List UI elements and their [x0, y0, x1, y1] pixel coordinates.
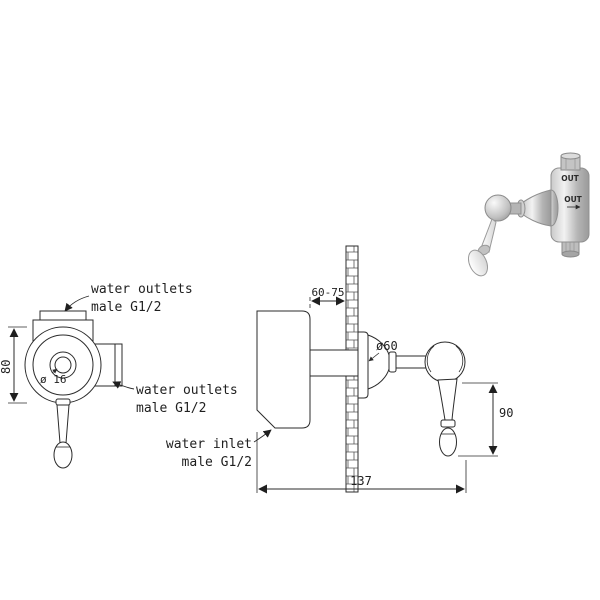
perspective-view: OUT OUT — [467, 152, 590, 277]
side-view: 60-75 ø60 90 137 water inlet male G1/2 — [166, 245, 513, 494]
dim-handle-drop: 90 — [458, 382, 513, 457]
label-outlets-top-leader — [64, 295, 90, 312]
label-outlets-top-line2: male G1/2 — [91, 300, 161, 315]
side-hub-shade-right — [455, 345, 464, 373]
dim-handle-drop-label: 90 — [499, 406, 513, 420]
dim-hub-diameter: ø 16 — [40, 368, 67, 386]
label-inlet-leader — [253, 429, 272, 443]
persp-cone — [521, 189, 552, 227]
dim-front-height-label: 80 — [0, 360, 13, 374]
front-view: 80 ø 16 water outlets male G1/2 water ou… — [0, 282, 238, 469]
label-outlets-top-line1: water outlets — [91, 282, 193, 297]
side-escutcheon-flange — [357, 331, 369, 399]
front-handle-neck-collar — [55, 398, 71, 406]
label-inlet-line2: male G1/2 — [182, 455, 252, 470]
side-handle-collar — [440, 419, 456, 428]
dim-front-height: 80 — [0, 326, 27, 404]
persp-hub — [484, 194, 512, 222]
label-outlets-top: water outlets male G1/2 — [64, 282, 193, 315]
side-hub-stem — [395, 355, 427, 369]
side-handle-bulb — [439, 427, 457, 457]
front-handle-collar — [49, 351, 77, 379]
dim-total-depth-label: 137 — [350, 474, 372, 488]
dim-wall-depth: 60-75 — [309, 286, 345, 308]
side-handle-shaft — [437, 378, 458, 421]
side-stem — [309, 349, 359, 377]
side-hub — [424, 341, 466, 383]
label-outlets-right: water outlets male G1/2 — [112, 381, 238, 416]
front-escutcheon-inner — [32, 334, 94, 396]
front-handle-hub — [54, 356, 72, 374]
front-handle-shaft — [56, 404, 70, 444]
dim-wall-depth-label: 60-75 — [311, 286, 344, 299]
persp-bottom-cap — [561, 250, 580, 258]
label-inlet-line1: water inlet — [166, 437, 252, 452]
side-hub-shade-left — [426, 345, 435, 373]
persp-handle-bulb — [467, 249, 489, 277]
side-body — [256, 310, 311, 429]
dim-total-depth: 137 — [256, 432, 467, 494]
dim-escutcheon-diameter-label: ø60 — [376, 339, 398, 353]
front-body-cap — [39, 310, 87, 321]
label-inlet: water inlet male G1/2 — [166, 429, 272, 470]
front-handle-bulb — [53, 441, 73, 469]
label-outlets-right-line1: water outlets — [136, 383, 238, 398]
dim-hub-diameter-label: ø 16 — [40, 373, 67, 386]
persp-out-side-label: OUT — [564, 195, 582, 204]
front-escutcheon-outer — [24, 326, 102, 404]
label-outlets-right-line2: male G1/2 — [136, 401, 206, 416]
side-escutcheon-ring — [388, 351, 397, 373]
persp-out-top-label: OUT — [561, 174, 579, 183]
label-outlets-right-leader — [112, 381, 135, 390]
dim-escutcheon-diameter: ø60 — [368, 339, 398, 362]
persp-top-cap — [560, 152, 581, 160]
wall-upper — [345, 245, 359, 351]
